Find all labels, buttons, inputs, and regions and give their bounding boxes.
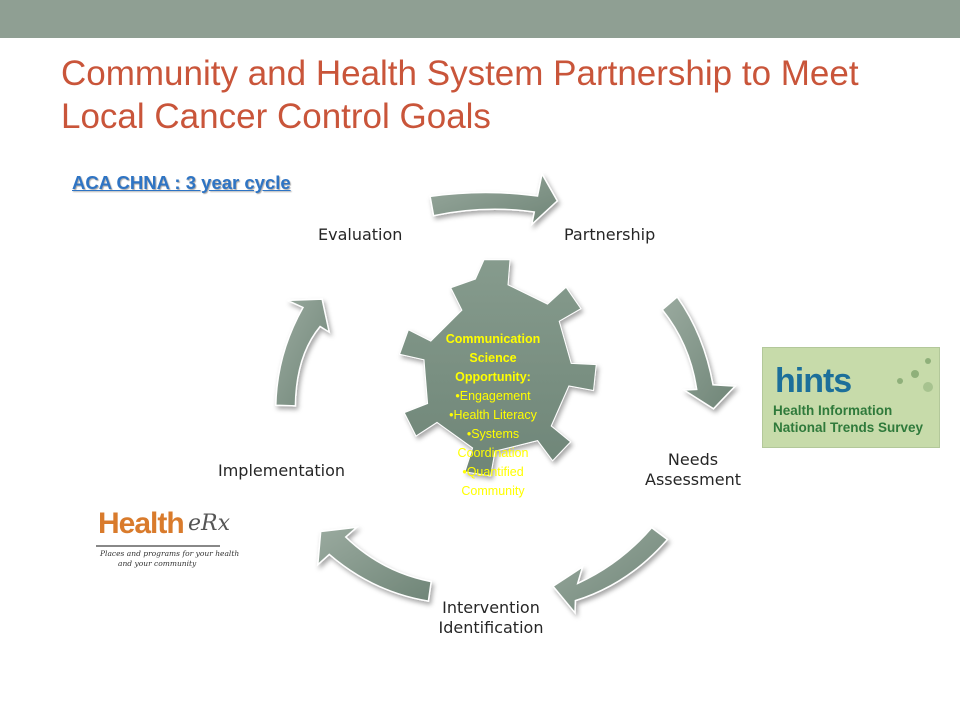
- center-gear-text: Communication Science Opportunity: •Enga…: [415, 330, 571, 501]
- center-heading-line3: Opportunity:: [455, 370, 531, 384]
- hints-dot-icon: [925, 358, 931, 364]
- central-gear: [398, 259, 597, 477]
- hints-subtitle-line2: National Trends Survey: [773, 420, 924, 435]
- stage-needs-label-line1: Needs: [667, 450, 719, 469]
- center-heading-line2: Science: [469, 351, 517, 365]
- hints-dot-icon: [897, 378, 903, 384]
- stage-evaluation-label: Evaluation: [318, 225, 403, 244]
- top-accent-bar: [0, 0, 960, 38]
- stage-implementation: Implementation: [218, 461, 345, 481]
- stage-partnership-label: Partnership: [564, 225, 656, 244]
- center-bullet-quantified: •Quantified: [462, 465, 524, 479]
- slide-title: Community and Health System Partnership …: [61, 54, 859, 136]
- hints-wordmark: hints: [775, 362, 852, 400]
- stage-implementation-label: Implementation: [218, 461, 346, 480]
- arrow-implementation-to-evaluation: [275, 298, 331, 407]
- subtitle-link[interactable]: ACA CHNA : 3 year cycle: [72, 172, 291, 193]
- stage-needs-label-line2: Assessment: [645, 470, 741, 489]
- healtherx-tagline: Places and programs for your health and …: [100, 549, 239, 569]
- arrow-evaluation-to-partnership: [429, 171, 559, 227]
- arrow-partnership-to-needs: [661, 295, 737, 410]
- hints-subtitle: Health Information National Trends Surve…: [773, 402, 923, 436]
- center-bullet-health-literacy: •Health Literacy: [449, 408, 537, 422]
- hints-dot-icon: [911, 370, 919, 378]
- arrow-intervention-to-implementation: [316, 526, 433, 602]
- stage-intervention-identification: Intervention Identification: [428, 598, 554, 638]
- arrow-needs-to-intervention: [551, 526, 669, 615]
- center-bullet-community: Community: [461, 484, 525, 498]
- healtherx-logo: Health eRx Places and programs for your …: [92, 507, 239, 572]
- center-bullet-systems: •Systems: [466, 427, 520, 441]
- center-heading-line1: Communication: [445, 332, 541, 346]
- healtherx-wordmark: Health: [98, 507, 185, 540]
- center-bullet-engagement: •Engagement: [455, 389, 531, 403]
- hints-dot-icon: [923, 382, 933, 392]
- stage-evaluation: Evaluation: [318, 225, 402, 245]
- stage-intervention-label-line1: Intervention: [442, 598, 540, 617]
- healtherx-tagline-line2: and your community: [118, 559, 197, 568]
- stage-needs-assessment: Needs Assessment: [632, 450, 754, 490]
- center-bullet-coordination: Coordination: [457, 446, 529, 460]
- hints-logo: hints Health Information National Trends…: [762, 347, 940, 448]
- hints-subtitle-line1: Health Information: [773, 403, 893, 418]
- stage-partnership: Partnership: [564, 225, 655, 245]
- healtherx-rx-mark: eRx: [188, 511, 230, 536]
- stage-intervention-label-line2: Identification: [438, 618, 544, 637]
- healtherx-tagline-line1: Places and programs for your health: [100, 549, 240, 558]
- healtherx-divider: [96, 545, 220, 547]
